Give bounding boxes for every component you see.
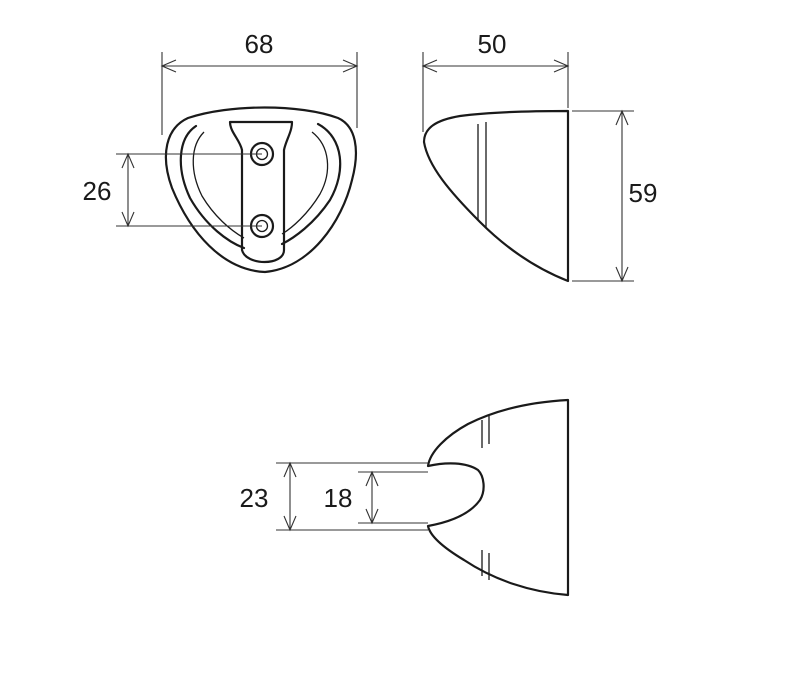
hole-spacing-label: 26 [83,176,112,206]
front-width-label: 68 [245,29,274,59]
side-depth-label: 50 [478,29,507,59]
outer-opening-arrow-bottom [283,515,297,532]
side-depth-arrow-left [421,59,438,73]
side-view-outline [422,109,570,283]
side-height-label: 59 [629,178,658,208]
front-view-inner-rim [179,124,246,250]
front-view-outer-outline [164,106,358,274]
inner-opening-label: 18 [324,483,353,513]
front-view: 68 26 [83,29,359,274]
outer-opening-label: 23 [240,483,269,513]
front-view-rim-detail [192,131,245,239]
side-view: 50 59 [421,29,658,283]
bottom-view: 23 18 [240,398,570,597]
front-view-inner-rim-right [280,122,342,246]
outer-opening-arrow-top [283,461,297,478]
hole-spacing-arrow-top [121,152,135,169]
side-height-arrow-top [615,109,629,126]
hole-spacing-arrow-bottom [121,211,135,228]
side-height-arrow-bottom [615,266,629,283]
side-depth-arrow-right [553,59,570,73]
front-view-mounting-plate [228,120,294,263]
front-width-arrow-left [160,59,177,73]
front-width-arrow-right [342,59,359,73]
bottom-view-outline [426,398,570,597]
inner-opening-arrow-top [365,470,379,487]
inner-opening-arrow-bottom [365,508,379,525]
front-view-rim-detail-right [281,131,329,235]
